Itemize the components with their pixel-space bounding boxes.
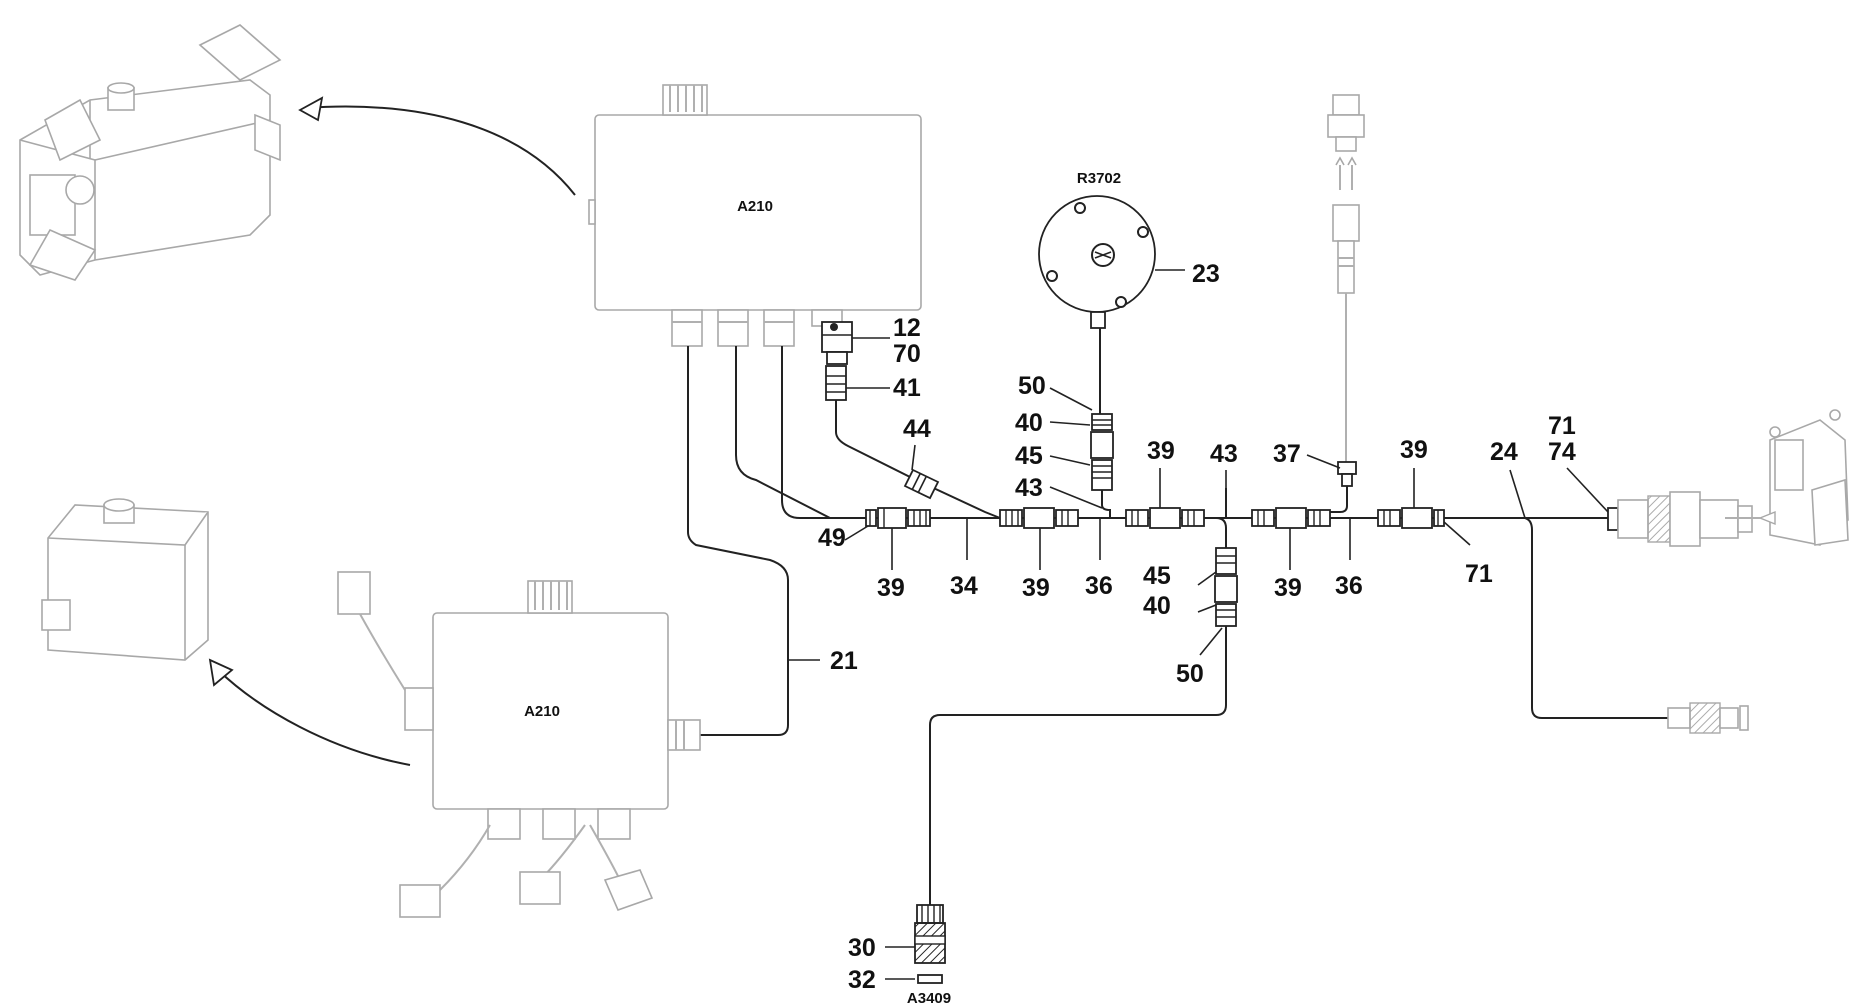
callout-71-top: 71 [1548, 412, 1576, 440]
wire-24-down [1524, 517, 1668, 719]
callout-leaders [844, 387, 1609, 656]
callout-39-b1: 39 [877, 574, 905, 602]
plug-a3409 [914, 904, 946, 984]
callout-40-top: 40 [1015, 409, 1043, 437]
callout-37: 37 [1273, 440, 1301, 468]
wire-branch-down [1215, 517, 1227, 548]
callout-39-top-mid: 39 [1147, 437, 1175, 465]
callout-50-top: 50 [1018, 372, 1046, 400]
callout-39-top-right: 39 [1400, 436, 1428, 464]
wire-21 [687, 346, 789, 736]
sensor-r3702 [1038, 195, 1156, 329]
callout-40-bottom: 40 [1143, 592, 1171, 620]
branch-connectors-bottom [1214, 547, 1238, 627]
ghost-small-box [41, 498, 209, 661]
wire-44 [835, 400, 1001, 519]
connector-41 [825, 365, 847, 401]
callout-36-left: 36 [1085, 572, 1113, 600]
callout-34: 34 [950, 572, 978, 600]
wire-branch [781, 346, 866, 519]
ghost-bracket-right [1769, 409, 1849, 546]
module-top-label: A210 [737, 198, 773, 215]
callout-12: 12 [893, 314, 921, 342]
module-a210-top [588, 84, 922, 347]
connector-71-74 [1607, 491, 1753, 547]
branch-connectors-top [1090, 413, 1114, 491]
callout-45-top: 45 [1015, 442, 1043, 470]
callout-23: 23 [1192, 260, 1220, 288]
callout-32: 32 [848, 966, 876, 994]
ghost-arrow-right [1758, 510, 1776, 526]
callout-71-right: 71 [1465, 560, 1493, 588]
callout-30: 30 [848, 934, 876, 962]
callout-36-right: 36 [1335, 572, 1363, 600]
arrow-curve-bottom [217, 669, 411, 766]
callout-39-b3: 39 [1274, 574, 1302, 602]
callout-41: 41 [893, 374, 921, 402]
connector-37 [1337, 461, 1357, 487]
harness-connectors [865, 507, 1445, 529]
callout-50-bottom: 50 [1176, 660, 1204, 688]
connector-12-70 [821, 321, 853, 365]
callout-43-left: 43 [1015, 474, 1043, 502]
wire-sensor-join [1101, 490, 1111, 518]
module-a210-bottom [337, 571, 701, 918]
callout-70: 70 [893, 340, 921, 368]
callout-45-bottom: 45 [1143, 562, 1171, 590]
callout-49: 49 [818, 524, 846, 552]
module-bottom-label: A210 [524, 703, 560, 720]
callout-44: 44 [903, 415, 931, 443]
wire-to-49 [735, 346, 866, 519]
callouts: 12 70 41 44 23 50 40 45 43 39 43 37 39 7… [818, 260, 1576, 994]
ghost-plug-right [1667, 702, 1749, 734]
arrow-head-top [298, 96, 324, 122]
ghost-plug-top [1327, 94, 1365, 462]
wire-37 [1330, 486, 1348, 513]
callout-39-b2: 39 [1022, 574, 1050, 602]
arrow-head-bottom [208, 658, 234, 687]
arrow-curve-top [304, 105, 576, 196]
sensor-label: R3702 [1077, 170, 1121, 187]
callout-24: 24 [1490, 438, 1518, 466]
plug-label: A3409 [907, 990, 951, 1007]
ghost-bracket-assembly [19, 24, 282, 281]
callout-74: 74 [1548, 438, 1576, 466]
wire-to-a3409 [929, 626, 1227, 905]
callout-43-top: 43 [1210, 440, 1238, 468]
callout-21: 21 [830, 647, 858, 675]
connector-44 [903, 468, 940, 500]
